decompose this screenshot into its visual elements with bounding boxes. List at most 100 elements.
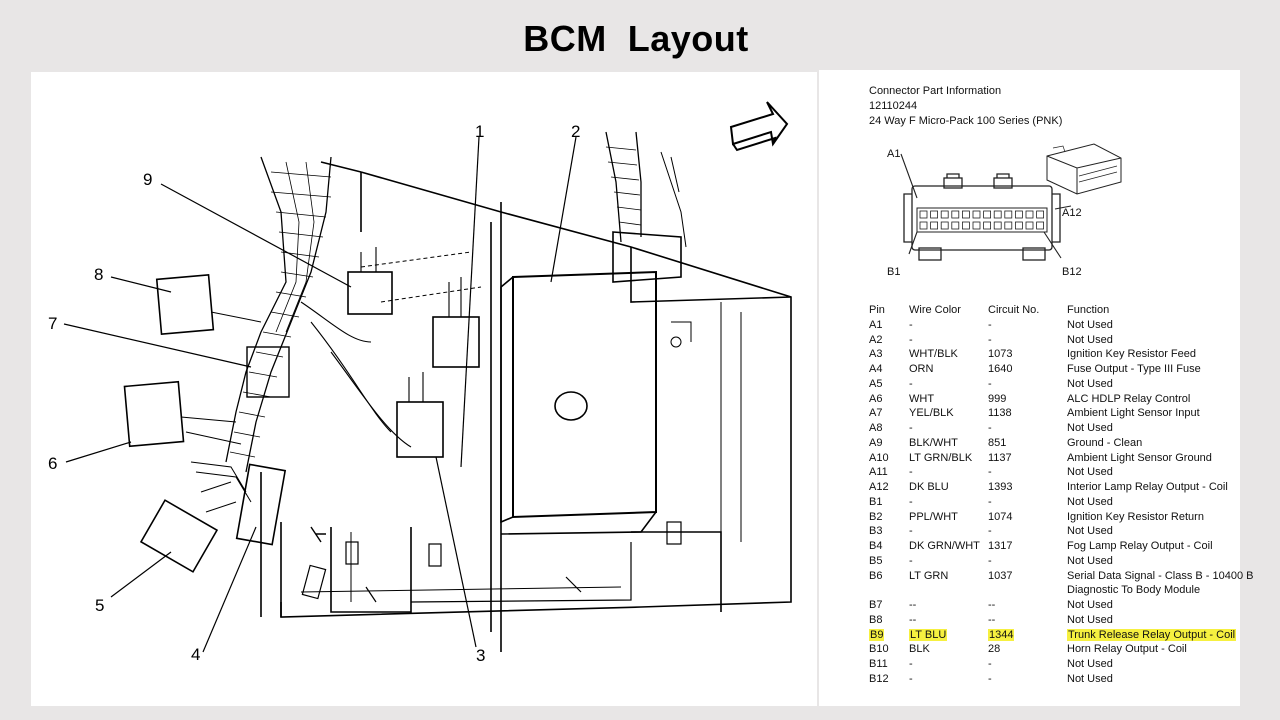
- pin-cell: A4: [869, 363, 883, 375]
- table-row: A5--Not Used: [869, 378, 1249, 393]
- pin-cell: A12: [869, 481, 889, 493]
- connector-pin-cavity: [919, 210, 928, 219]
- connector-pin-cavity: [983, 210, 991, 219]
- wire-color-cell: -: [909, 422, 913, 434]
- label-a12: A12: [1062, 207, 1082, 219]
- table-row: B7----Not Used: [869, 599, 1249, 614]
- function-cell: Ignition Key Resistor Return: [1067, 510, 1204, 523]
- wire-color-cell: WHT: [909, 392, 935, 405]
- connector-pin-cavity: [962, 221, 970, 230]
- circuit-cell: 1393: [988, 481, 1013, 493]
- pin-cell: A2: [869, 333, 883, 346]
- pin-cell: A5: [869, 377, 883, 390]
- function-cell: Not Used: [1067, 495, 1113, 508]
- pin-cell: B12: [869, 672, 889, 685]
- function-cell: Fog Lamp Relay Output - Coil: [1067, 540, 1213, 552]
- circuit-cell: -: [988, 466, 992, 479]
- function-cell: Not Used: [1067, 672, 1113, 685]
- pin-cell: B2: [869, 510, 883, 523]
- pin-cell: B10: [869, 643, 889, 656]
- page-title: BCM Layout: [523, 18, 749, 59]
- wire-color-cell: -: [909, 554, 913, 567]
- table-row: A12 DK BLU 1393 Interior Lamp Relay Output …: [869, 481, 1249, 496]
- function-cell: Not Used: [1067, 318, 1113, 331]
- connector-pin-cavity: [993, 221, 1002, 230]
- wire-color-cell: YEL/BLK: [909, 407, 954, 420]
- wire-color-cell: BLK/WHT: [909, 436, 958, 449]
- callout-7: 7: [48, 314, 58, 333]
- callout-3: 3: [476, 646, 486, 665]
- bcm-diagram: 1 2 3 4 5 6 7 8 9: [31, 72, 817, 706]
- function-cell: Diagnostic To Body Module: [1067, 584, 1201, 597]
- wire-color-cell: -: [909, 658, 913, 670]
- pin-cell: A8: [869, 422, 883, 434]
- function-cell: Ambient Light Sensor Input: [1067, 407, 1200, 420]
- function-cell: ALC HDLP Relay Control: [1067, 392, 1191, 405]
- circuit-cell: -: [988, 495, 992, 508]
- connector-pin-cavity: [1014, 221, 1023, 230]
- function-cell: Interior Lamp Relay Output - Coil: [1067, 481, 1228, 493]
- table-row: B1--Not Used: [869, 496, 1249, 511]
- connector-description: 24 Way F Micro-Pack 100 Series (PNK): [869, 115, 1063, 127]
- table-row: B8----Not Used: [869, 614, 1249, 629]
- wire-color-cell: ORN: [909, 363, 934, 375]
- wire-color-cell: DK BLU: [909, 481, 949, 493]
- circuit-cell: 1640: [988, 363, 1013, 375]
- circuit-cell: -: [988, 658, 992, 670]
- pin-cell: B7: [869, 599, 883, 611]
- function-cell: Not Used: [1067, 333, 1113, 346]
- wire-color-cell: --: [909, 613, 917, 626]
- connector-pin-cavity: [972, 210, 981, 219]
- pin-cell: B11: [869, 658, 888, 670]
- pin-cell: B3: [869, 525, 883, 538]
- wire-color-cell: -: [909, 466, 913, 479]
- connector-part-number: 12110244: [869, 100, 918, 112]
- pin-cell: B8: [869, 613, 883, 626]
- function-cell: Trunk Release Relay Output - Coil: [1067, 628, 1237, 641]
- wire-color-cell: -: [909, 495, 913, 508]
- circuit-cell: -: [988, 554, 992, 567]
- wire-color-cell: PPL/WHT: [909, 510, 958, 523]
- pin-cell: A9: [869, 436, 883, 449]
- connector-pin-cavity: [962, 210, 970, 219]
- circuit-cell: 28: [988, 643, 1001, 656]
- function-cell: Not Used: [1067, 377, 1113, 390]
- circuit-cell: 1037: [988, 569, 1013, 582]
- connector-pin-cavity: [951, 210, 960, 219]
- function-cell: Ground - Clean: [1067, 436, 1143, 449]
- connector-pin-cavity: [940, 210, 949, 219]
- table-row: B5--Not Used: [869, 555, 1249, 570]
- connector-pin-cavity: [1025, 221, 1034, 230]
- wire-color-cell: -: [909, 377, 913, 390]
- circuit-cell: 1317: [988, 540, 1013, 552]
- callout-8: 8: [94, 265, 104, 284]
- label-b1: B1: [887, 266, 901, 278]
- wire-color-cell: --: [909, 599, 917, 611]
- wire-color-cell: DK GRN/WHT: [909, 540, 980, 552]
- pin-cell: A6: [869, 392, 883, 405]
- header-wire-color: Wire Color: [909, 304, 961, 316]
- bcm-line-drawing: [63, 101, 792, 653]
- circuit-cell: --: [988, 599, 996, 611]
- callout-9: 9: [143, 170, 153, 189]
- table-row: A11--Not Used: [869, 466, 1249, 481]
- wire-color-cell: BLK: [909, 643, 930, 656]
- connector-pin-cavity: [930, 221, 938, 230]
- pin-cell: B9: [869, 628, 885, 641]
- table-row: Diagnostic To Body Module: [869, 584, 1249, 599]
- table-row: B11--Not Used: [869, 658, 1249, 673]
- connector-pin-cavity: [951, 221, 960, 230]
- pin-cell: A10: [869, 451, 889, 464]
- circuit-cell: --: [988, 613, 996, 626]
- callout-2: 2: [571, 122, 581, 141]
- pin-cell: A7: [869, 407, 883, 420]
- table-row: B3--Not Used: [869, 525, 1249, 540]
- circuit-cell: -: [988, 422, 992, 434]
- function-cell: Ignition Key Resistor Feed: [1067, 348, 1197, 361]
